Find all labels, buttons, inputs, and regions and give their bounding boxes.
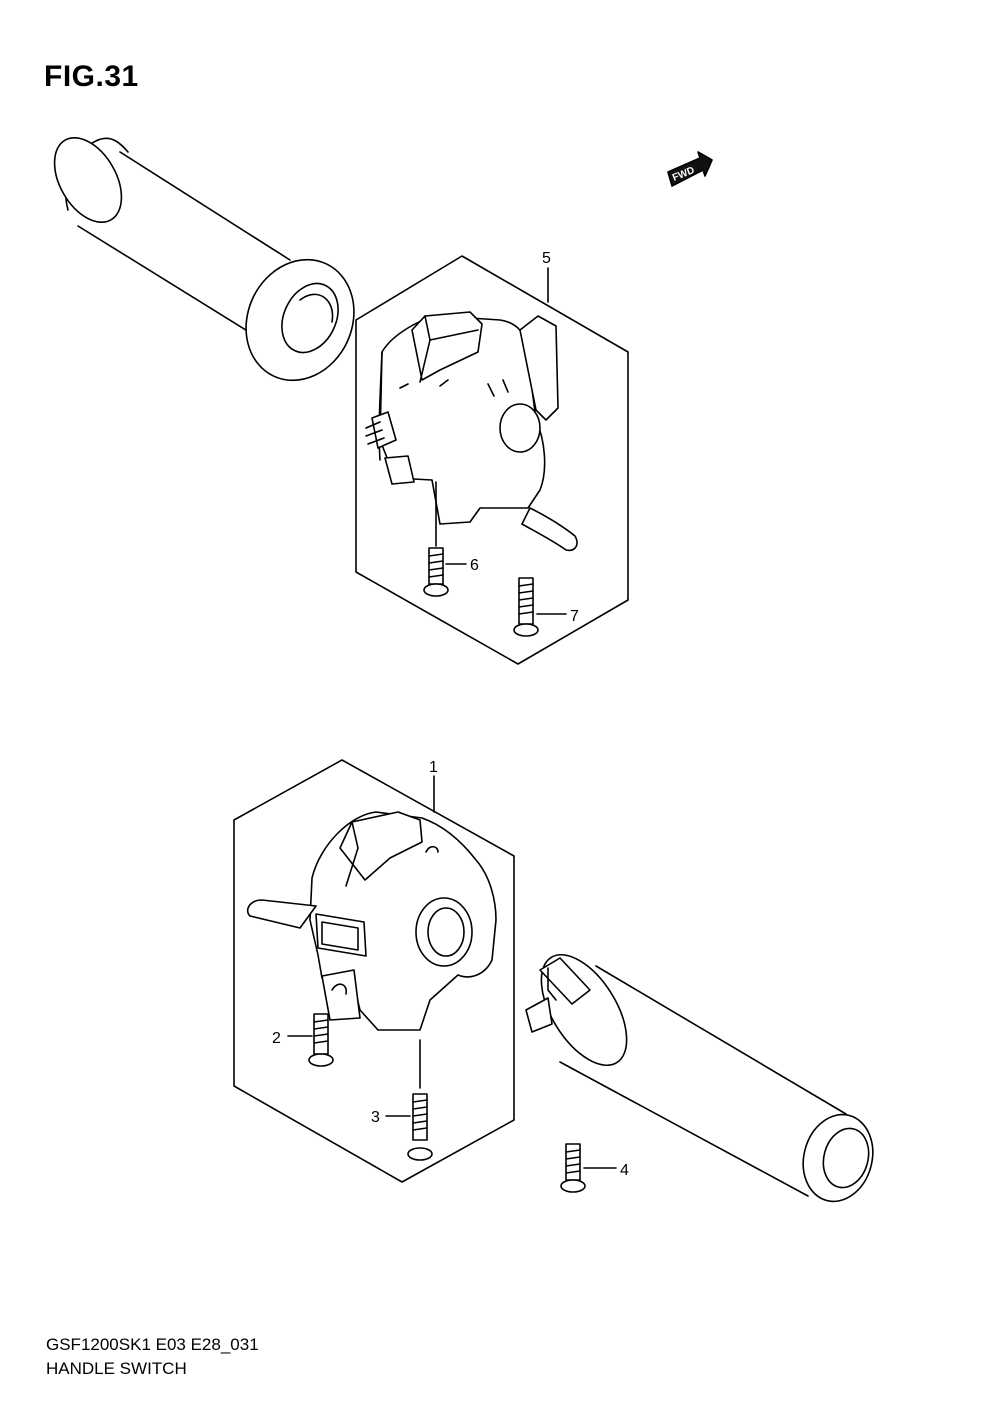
- switch-assembly-left: [246, 811, 497, 1031]
- switch-assembly-right: [365, 311, 578, 552]
- figure-title: FIG.31: [44, 60, 139, 93]
- callout-7: 7: [570, 608, 579, 625]
- kit-box-1: [233, 759, 515, 1183]
- callout-4: 4: [620, 1162, 629, 1179]
- callout-1: 1: [429, 759, 438, 776]
- callout-2: 2: [272, 1030, 281, 1047]
- screw-2: [287, 1013, 334, 1067]
- model-code: GSF1200SK1 E03 E28_031: [46, 1335, 259, 1354]
- callout-3: 3: [371, 1109, 380, 1126]
- fwd-arrow-icon: FWD: [667, 151, 713, 187]
- figure-caption: HANDLE SWITCH: [46, 1359, 187, 1378]
- callout-6: 6: [470, 557, 479, 574]
- screw-6: [423, 481, 467, 597]
- kit-box-5: [355, 255, 629, 665]
- screw-4: [560, 1143, 617, 1193]
- left-grip: [53, 136, 355, 382]
- screw-7: [513, 577, 567, 637]
- screw-3: [385, 1039, 433, 1161]
- callout-5: 5: [542, 250, 551, 267]
- fwd-label: FWD: [671, 165, 696, 184]
- throttle-grip: [525, 953, 874, 1203]
